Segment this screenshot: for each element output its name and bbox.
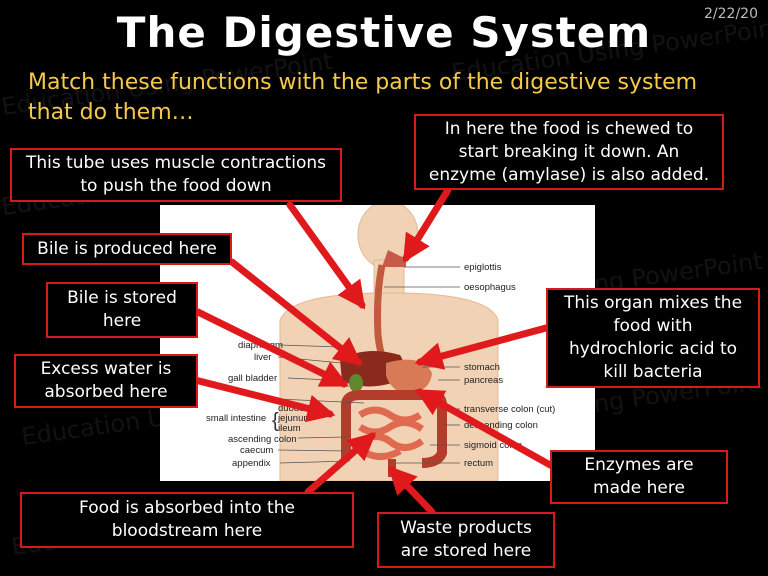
arrow-stomach — [414, 324, 550, 370]
arrow-rectum — [388, 465, 436, 516]
label-small-intestine: small intestine — [206, 413, 266, 424]
box-gall-bladder: Bile is stored here — [46, 282, 198, 338]
arrow-large-intestine — [191, 376, 336, 423]
label-stomach: stomach — [464, 362, 500, 373]
label-caecum: caecum — [240, 445, 273, 456]
gall-bladder-shape — [349, 374, 363, 392]
label-jejunum: jejunum — [277, 413, 311, 424]
label-rectum: rectum — [464, 458, 493, 469]
arrow-mouth — [402, 186, 452, 263]
arrow-gall-bladder — [194, 308, 350, 388]
label-sigmoid-colon: sigmoid colon — [464, 440, 522, 451]
slide-title: The Digestive System — [116, 8, 652, 57]
arrow-oesophagus — [286, 201, 366, 310]
slide-date: 2/22/20 — [704, 6, 758, 22]
label-pancreas: pancreas — [464, 375, 503, 386]
box-liver: Bile is produced here — [22, 233, 232, 265]
label-epiglottis: epiglottis — [464, 262, 502, 273]
label-ileum: ileum — [278, 423, 301, 434]
slide-subtitle: Match these functions with the parts of … — [28, 70, 698, 125]
digestive-system-diagram: epiglottis oesophagus stomach pancreas t… — [160, 205, 595, 481]
box-pancreas: Enzymes are made here — [550, 450, 728, 504]
label-gall-bladder: gall bladder — [228, 373, 277, 384]
arrow-pancreas — [415, 388, 556, 470]
box-small-intestine: Food is absorbed into the bloodstream he… — [20, 492, 354, 548]
label-transverse-colon: transverse colon (cut) — [464, 404, 555, 415]
bracket-icon: { — [272, 410, 279, 432]
box-mouth: In here the food is chewed to start brea… — [414, 114, 724, 190]
box-oesophagus: This tube uses muscle contractions to pu… — [10, 148, 342, 202]
box-large-intestine: Excess water is absorbed here — [14, 354, 198, 408]
arrow-small-intestine — [304, 432, 377, 496]
mouth-shape — [382, 250, 406, 267]
arrow-liver — [228, 258, 363, 366]
box-stomach: This organ mixes the food with hydrochlo… — [546, 288, 760, 388]
label-descending-colon: descending colon — [464, 420, 538, 431]
label-ascending-colon: ascending colon — [228, 434, 297, 445]
box-rectum: Waste products are stored here — [377, 512, 555, 568]
label-liver: liver — [254, 352, 271, 363]
label-appendix: appendix — [232, 458, 271, 469]
label-oesophagus: oesophagus — [464, 282, 516, 293]
